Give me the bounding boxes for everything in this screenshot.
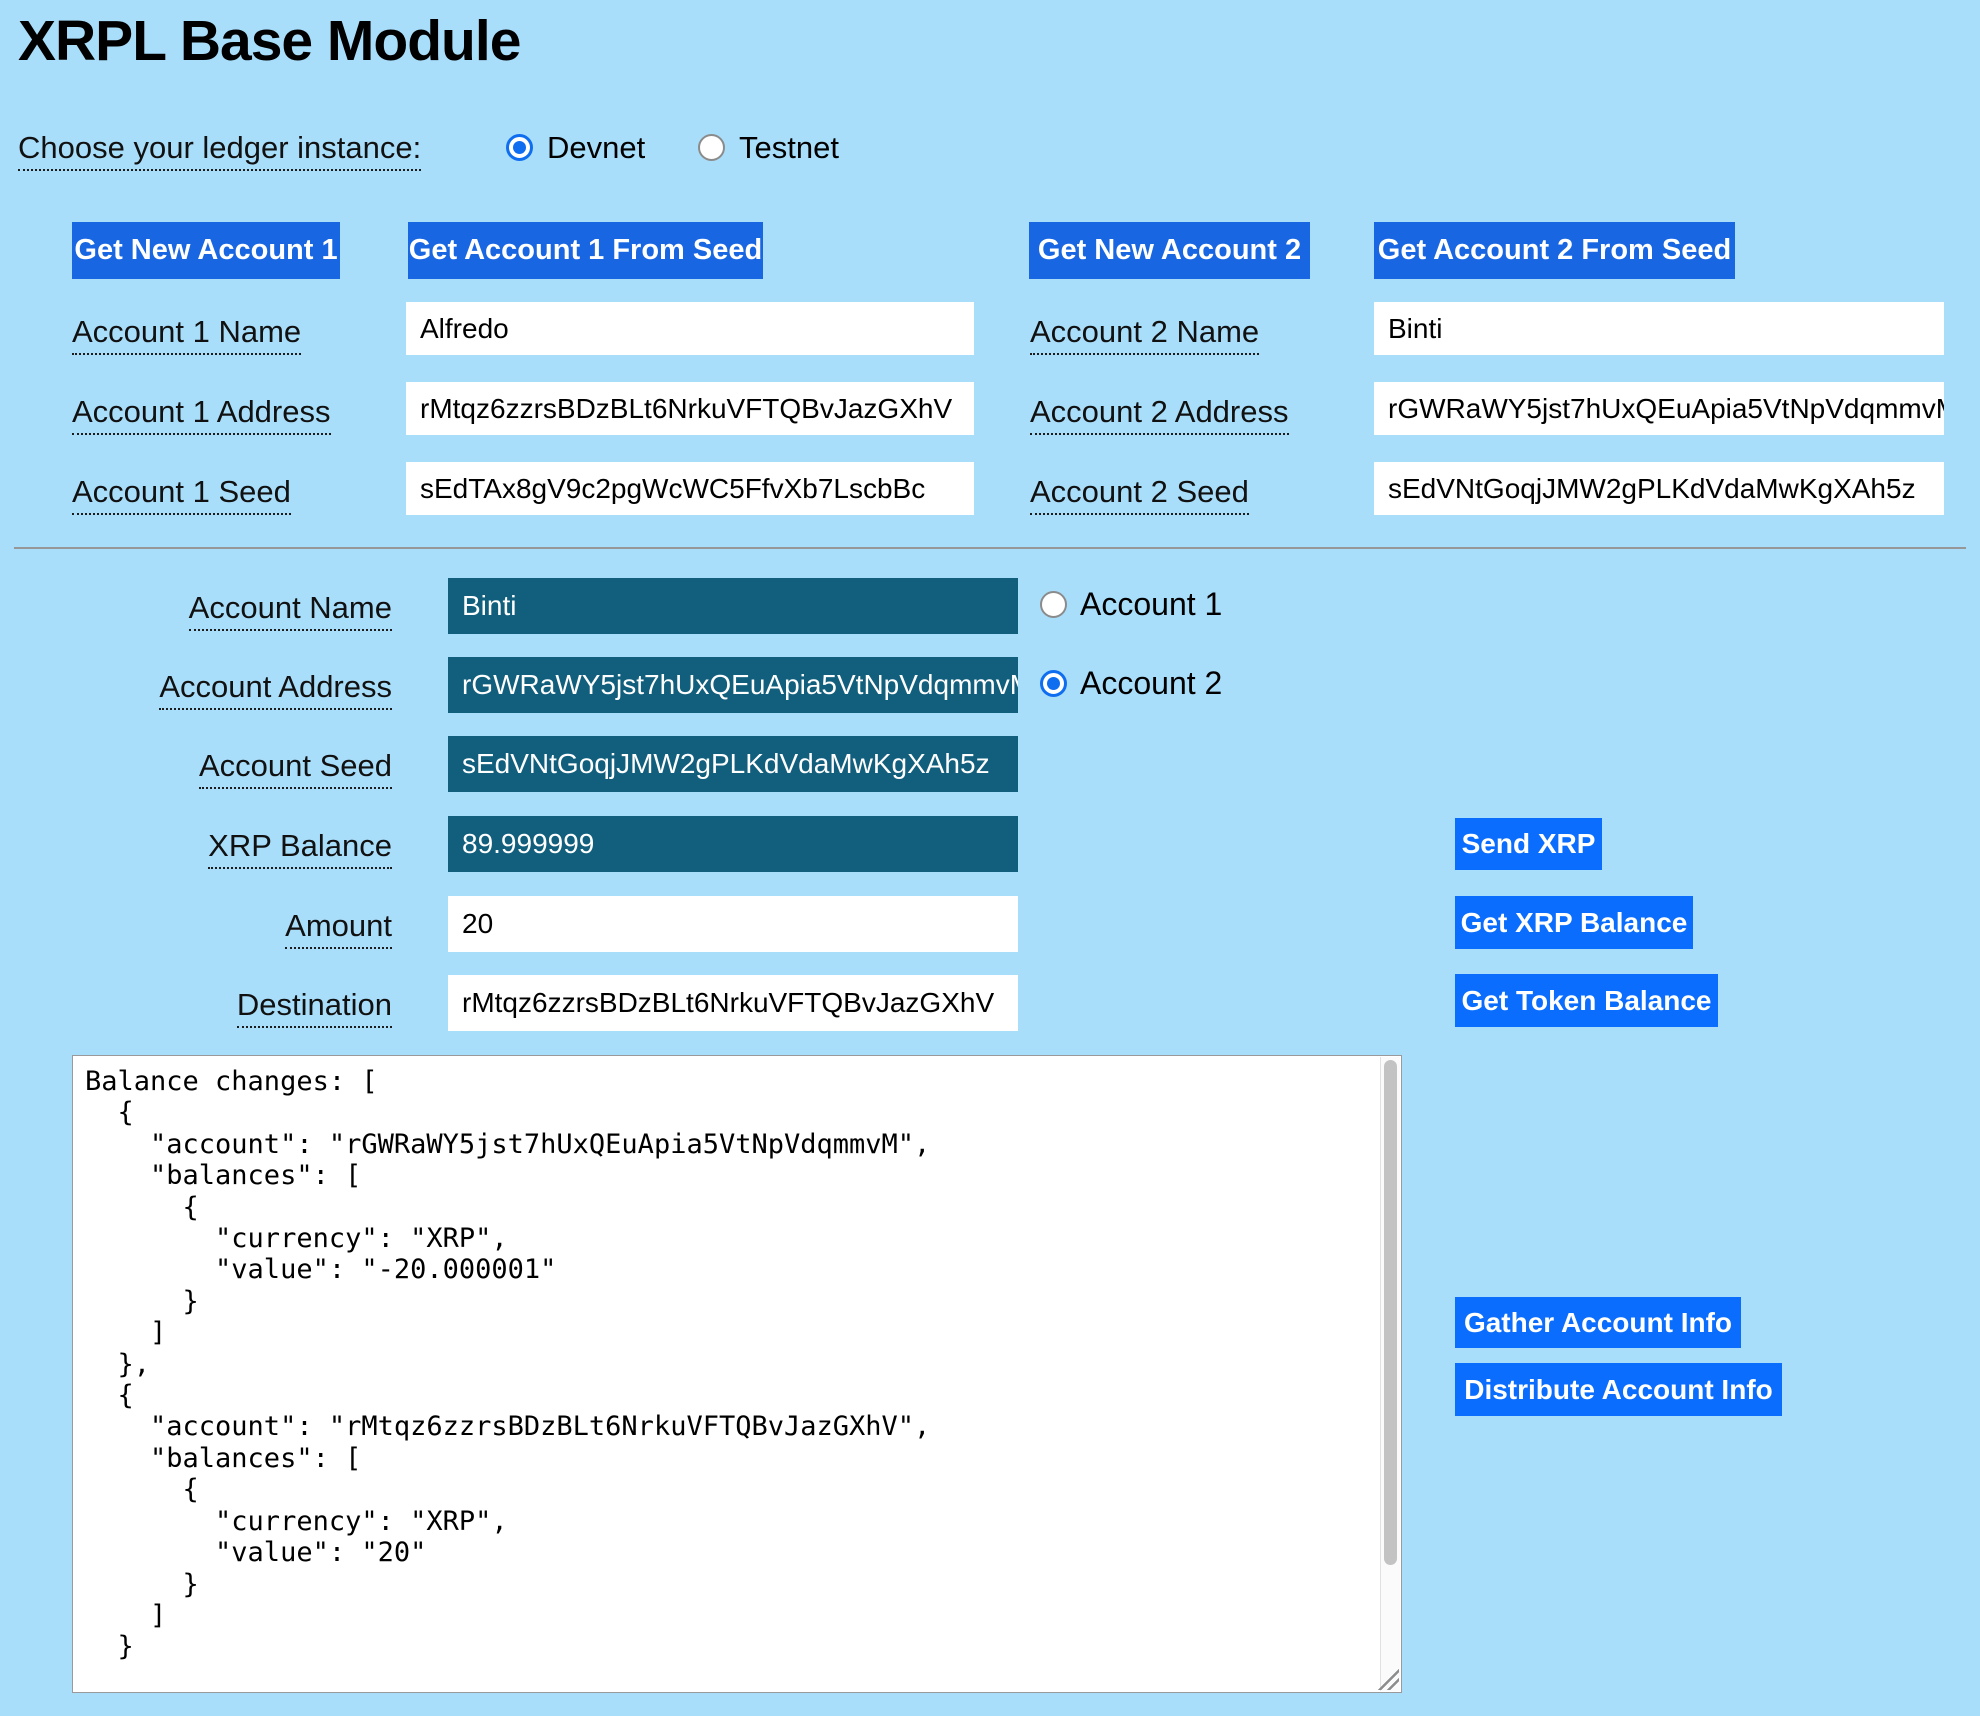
account-seed-field[interactable]: sEdVNtGoqjJMW2gPLKdVdaMwKgXAh5z <box>448 736 1018 792</box>
get-new-account2-button[interactable]: Get New Account 2 <box>1029 222 1310 279</box>
account1-radio-label[interactable]: Account 1 <box>1080 586 1223 622</box>
send-xrp-button[interactable]: Send XRP <box>1455 818 1602 870</box>
account-name-label: Account Name <box>100 590 392 631</box>
results-scrollbar[interactable] <box>1380 1057 1400 1691</box>
testnet-radio[interactable] <box>698 134 725 161</box>
account1-address-label: Account 1 Address <box>72 394 331 435</box>
resize-grip-icon[interactable] <box>1377 1668 1399 1690</box>
account2-radio-label[interactable]: Account 2 <box>1080 665 1223 701</box>
testnet-radio-label[interactable]: Testnet <box>739 130 839 165</box>
get-new-account1-button[interactable]: Get New Account 1 <box>72 222 340 279</box>
account-seed-label: Account Seed <box>100 748 392 789</box>
account1-seed-input[interactable]: sEdTAx8gV9c2pgWcWC5FfvXb7LscbBc <box>406 462 974 515</box>
account1-seed-label: Account 1 Seed <box>72 474 291 515</box>
account-address-label: Account Address <box>100 669 392 710</box>
destination-label: Destination <box>100 987 392 1028</box>
ledger-instance-label: Choose your ledger instance: <box>18 130 422 171</box>
get-account2-from-seed-button[interactable]: Get Account 2 From Seed <box>1374 222 1735 279</box>
account1-address-input[interactable]: rMtqz6zzrsBDzBLt6NrkuVFTQBvJazGXhV <box>406 382 974 435</box>
get-account1-from-seed-button[interactable]: Get Account 1 From Seed <box>408 222 763 279</box>
gather-account-info-button[interactable]: Gather Account Info <box>1455 1297 1741 1348</box>
balance-results-text: Balance changes: [ { "account": "rGWRaWY… <box>85 1066 931 1663</box>
devnet-radio[interactable] <box>506 134 533 161</box>
section-divider <box>14 547 1966 549</box>
results-scrollbar-thumb[interactable] <box>1384 1060 1397 1565</box>
account2-seed-label: Account 2 Seed <box>1030 474 1249 515</box>
account1-radio[interactable] <box>1040 591 1067 618</box>
amount-input[interactable]: 20 <box>448 896 1018 952</box>
account2-name-input[interactable]: Binti <box>1374 302 1944 355</box>
account1-name-label: Account 1 Name <box>72 314 302 355</box>
amount-label: Amount <box>100 908 392 949</box>
distribute-account-info-button[interactable]: Distribute Account Info <box>1455 1363 1782 1416</box>
account2-address-label: Account 2 Address <box>1030 394 1289 435</box>
account-name-field[interactable]: Binti <box>448 578 1018 634</box>
account2-seed-input[interactable]: sEdVNtGoqjJMW2gPLKdVdaMwKgXAh5z <box>1374 462 1944 515</box>
account2-address-input[interactable]: rGWRaWY5jst7hUxQEuApia5VtNpVdqmmvM <box>1374 382 1944 435</box>
account1-name-input[interactable]: Alfredo <box>406 302 974 355</box>
get-token-balance-button[interactable]: Get Token Balance <box>1455 974 1718 1027</box>
get-xrp-balance-button[interactable]: Get XRP Balance <box>1455 896 1693 949</box>
xrp-balance-label: XRP Balance <box>100 828 392 869</box>
account2-radio[interactable] <box>1040 670 1067 697</box>
devnet-radio-label[interactable]: Devnet <box>547 130 646 165</box>
balance-results-textarea[interactable]: Balance changes: [ { "account": "rGWRaWY… <box>72 1055 1402 1693</box>
page-title: XRPL Base Module <box>18 9 521 73</box>
destination-input[interactable]: rMtqz6zzrsBDzBLt6NrkuVFTQBvJazGXhV <box>448 975 1018 1031</box>
account-address-field[interactable]: rGWRaWY5jst7hUxQEuApia5VtNpVdqmmvM <box>448 657 1018 713</box>
account2-name-label: Account 2 Name <box>1030 314 1260 355</box>
xrp-balance-field[interactable]: 89.999999 <box>448 816 1018 872</box>
